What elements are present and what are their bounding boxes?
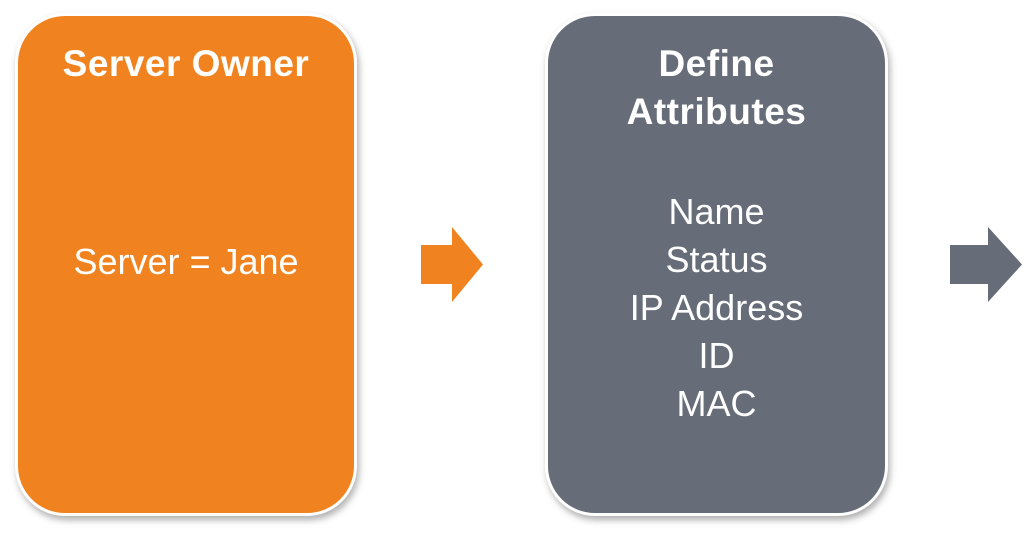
server-owner-card: Server Owner Server = Jane <box>15 13 357 516</box>
attribute-item-status: Status <box>665 239 768 280</box>
attribute-item-ip-address: IP Address <box>629 287 804 328</box>
orange-right-arrow-icon <box>421 227 483 302</box>
gray-right-arrow-icon <box>950 227 1022 302</box>
server-owner-value: Server = Jane <box>73 241 299 282</box>
right-arrow-shape <box>950 227 1022 302</box>
right-arrow-shape <box>421 227 483 302</box>
define-attributes-title-line1: Define <box>658 43 775 84</box>
attribute-list: Name Status IP Address ID MAC <box>548 188 885 428</box>
attribute-item-mac: MAC <box>676 383 757 424</box>
attribute-item-name: Name <box>668 191 765 232</box>
define-attributes-title-line2: Attributes <box>626 91 807 132</box>
server-owner-title: Server Owner <box>62 43 310 84</box>
attribute-item-id: ID <box>698 335 735 376</box>
